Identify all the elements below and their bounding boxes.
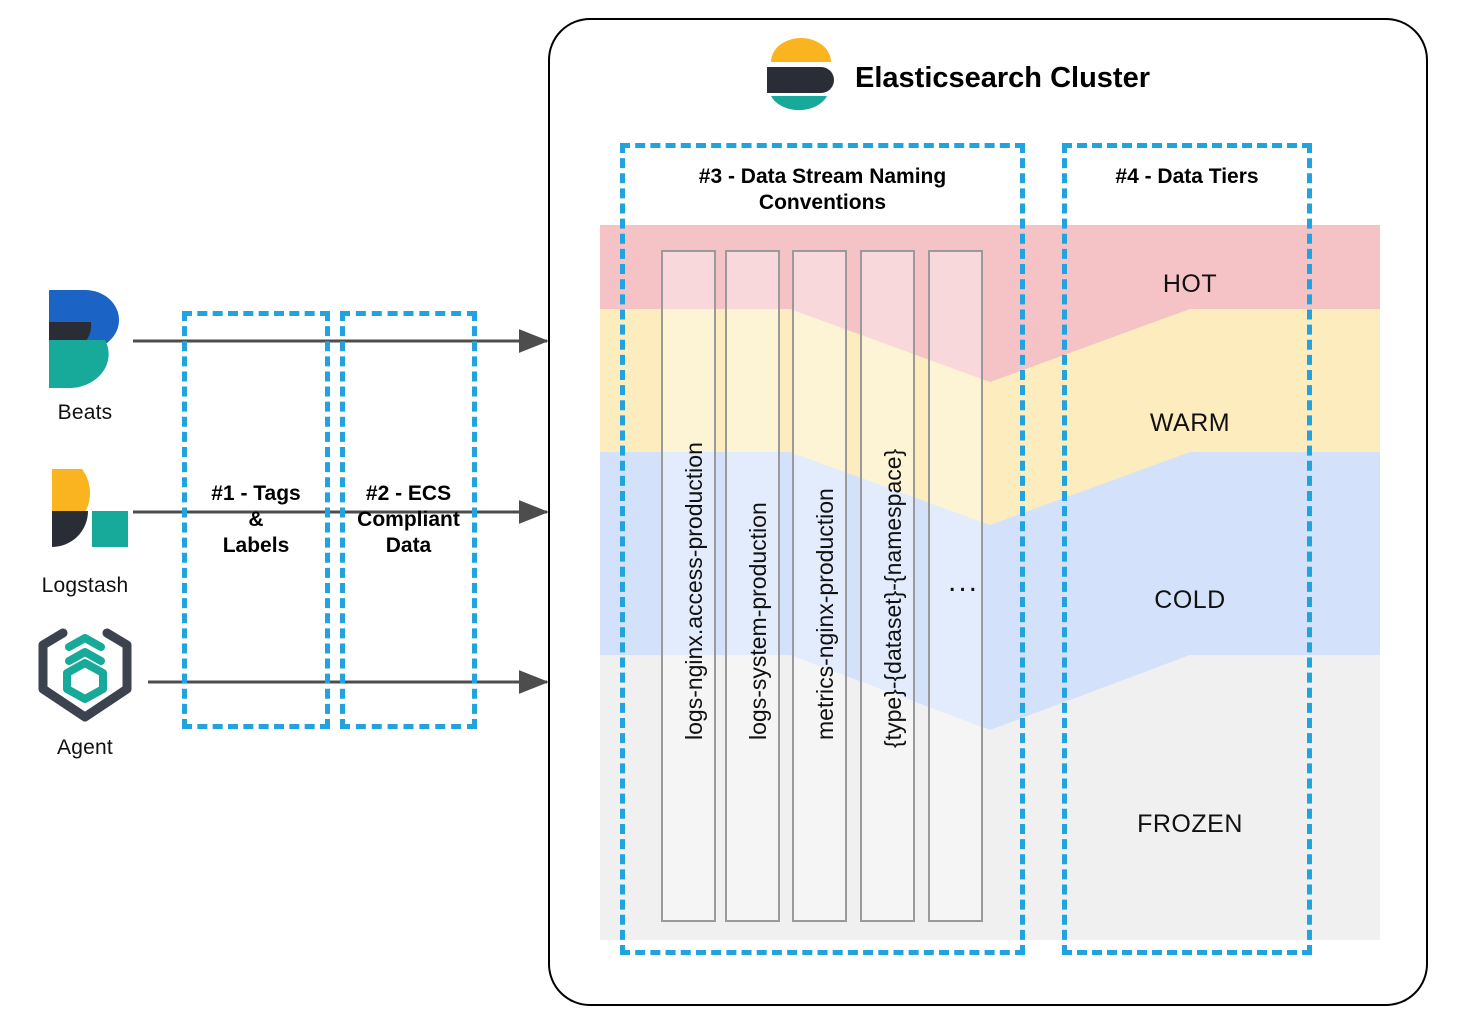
tier-band-hot xyxy=(600,225,1380,382)
source-beats: Beats xyxy=(10,285,160,425)
data-stream-box xyxy=(661,250,716,922)
cluster-header: Elasticsearch Cluster xyxy=(765,36,1150,121)
elasticsearch-logo-icon xyxy=(765,36,837,121)
source-agent: Agent xyxy=(10,620,160,760)
agent-logo-svg xyxy=(38,628,132,722)
data-tier-bands xyxy=(600,225,1380,940)
beats-logo-svg xyxy=(49,289,119,388)
source-logstash: Logstash xyxy=(10,458,160,598)
data-stream-ellipsis: ... xyxy=(948,565,980,598)
data-stream-box xyxy=(792,250,847,922)
section-box-naming-conventions: #3 - Data Stream Naming Conventions xyxy=(620,143,1025,955)
data-stream-box xyxy=(725,250,780,922)
tier-bands-svg xyxy=(600,225,1380,940)
tier-label-frozen: FROZEN xyxy=(1137,810,1243,838)
tier-label-cold: COLD xyxy=(1154,586,1226,614)
data-stream-box xyxy=(928,250,983,922)
section-label: #4 - Data Tiers xyxy=(1115,165,1259,188)
source-label: Logstash xyxy=(41,574,129,597)
data-stream-box xyxy=(860,250,915,922)
stage-box-tags-labels: #1 - Tags&Labels xyxy=(182,311,330,729)
elastic-agent-logo-icon xyxy=(10,620,160,730)
logstash-logo-svg xyxy=(52,469,128,547)
section-box-data-tiers: #4 - Data Tiers xyxy=(1062,143,1312,955)
tier-label-hot: HOT xyxy=(1162,270,1218,298)
logstash-logo-icon xyxy=(10,458,160,568)
elasticsearch-logo-svg xyxy=(767,38,834,111)
stage-label: #1 - Tags&Labels xyxy=(211,481,301,558)
tier-label-warm: WARM xyxy=(1149,409,1231,437)
beats-logo-icon xyxy=(10,285,160,395)
source-label: Agent xyxy=(57,736,113,759)
cluster-title: Elasticsearch Cluster xyxy=(855,62,1150,94)
source-label: Beats xyxy=(57,401,113,424)
section-label: #3 - Data Stream Naming Conventions xyxy=(698,165,947,215)
